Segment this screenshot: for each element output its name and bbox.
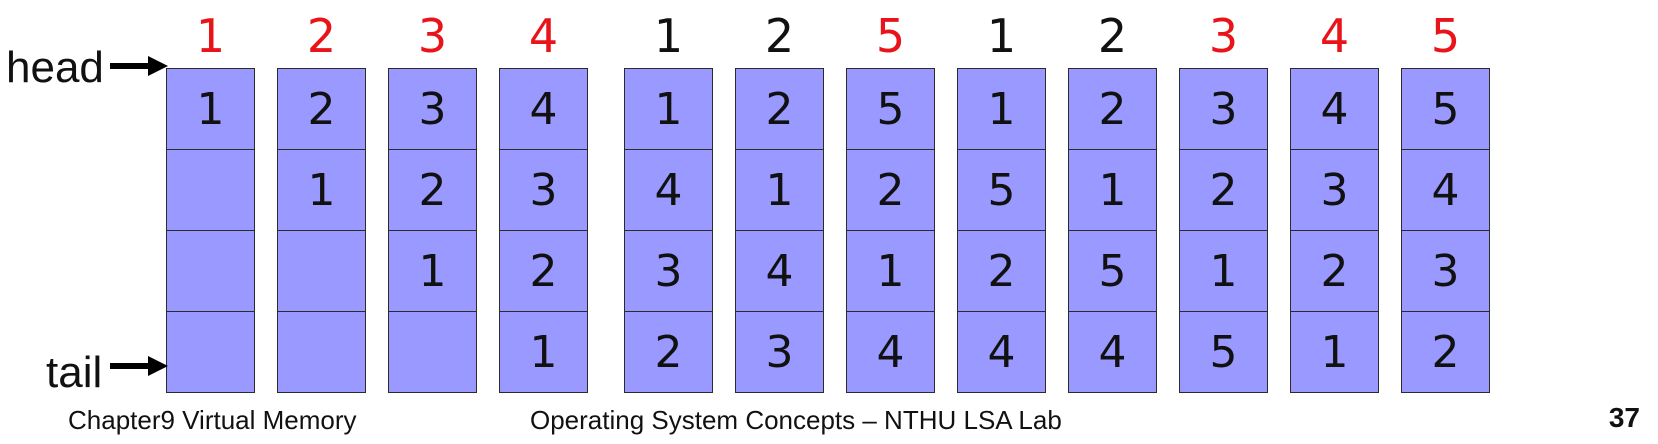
frame-cell: 3	[735, 311, 824, 393]
frame-cell: 1	[1068, 149, 1157, 231]
frame-cell: 1	[846, 230, 935, 312]
frame-cell: 4	[846, 311, 935, 393]
frame-cell: 4	[624, 149, 713, 231]
reference-2: 2	[306, 9, 337, 63]
page-number: 37	[1608, 402, 1640, 433]
frame-cell: 4	[1068, 311, 1157, 393]
frame-cell: 1	[166, 68, 255, 150]
frame-cell: 2	[1068, 68, 1157, 150]
frame-cell: 1	[735, 149, 824, 231]
frame-cell: 2	[735, 68, 824, 150]
reference-3: 3	[417, 9, 448, 63]
footer-chapter: Chapter9 Virtual Memory	[68, 405, 357, 435]
head-arrow-icon	[110, 56, 168, 76]
frame-cell: 3	[624, 230, 713, 312]
frame-cell: 5	[1068, 230, 1157, 312]
frame-cell: 4	[499, 68, 588, 150]
frame-cell: 4	[957, 311, 1046, 393]
tail-label: tail	[46, 348, 103, 397]
reference-4: 4	[528, 9, 559, 63]
frame-cell: 2	[499, 230, 588, 312]
reference-12: 5	[1430, 9, 1461, 63]
frame-cell: 4	[735, 230, 824, 312]
frame-cell: 2	[957, 230, 1046, 312]
head-label: head	[6, 43, 104, 92]
frame-cell: 2	[277, 68, 366, 150]
frame-cell: 3	[388, 68, 477, 150]
frame-cell: 2	[846, 149, 935, 231]
frame-cell: 2	[624, 311, 713, 393]
frame-cell: 4	[1401, 149, 1490, 231]
reference-1: 1	[195, 9, 226, 63]
reference-8: 1	[986, 9, 1017, 63]
tail-arrow-icon	[110, 356, 168, 376]
frame-cell: 2	[1290, 230, 1379, 312]
frame-cell: 1	[957, 68, 1046, 150]
frame-cell: 5	[957, 149, 1046, 231]
reference-10: 3	[1208, 9, 1239, 63]
frame-cell	[166, 311, 255, 393]
reference-5: 1	[653, 9, 684, 63]
frame-cell: 5	[1401, 68, 1490, 150]
reference-7: 5	[875, 9, 906, 63]
frame-cell: 1	[388, 230, 477, 312]
frame-cell	[166, 230, 255, 312]
frame-cell: 3	[499, 149, 588, 231]
frame-cell: 1	[1179, 230, 1268, 312]
frame-cell: 2	[1179, 149, 1268, 231]
frame-cell	[166, 149, 255, 231]
frame-cell: 3	[1401, 230, 1490, 312]
frame-cell: 2	[1401, 311, 1490, 393]
reference-11: 4	[1319, 9, 1350, 63]
frame-cell	[388, 311, 477, 393]
frame-cell: 1	[624, 68, 713, 150]
frame-cell	[277, 230, 366, 312]
reference-9: 2	[1097, 9, 1128, 63]
frame-cell: 1	[277, 149, 366, 231]
footer-course: Operating System Concepts – NTHU LSA Lab	[530, 405, 1062, 435]
frame-cell: 4	[1290, 68, 1379, 150]
frame-cell: 2	[388, 149, 477, 231]
frame-cell: 1	[499, 311, 588, 393]
reference-6: 2	[764, 9, 795, 63]
frame-cell: 3	[1290, 149, 1379, 231]
frame-cell	[277, 311, 366, 393]
frame-cell: 3	[1179, 68, 1268, 150]
frame-cell: 5	[846, 68, 935, 150]
frame-cell: 1	[1290, 311, 1379, 393]
frame-stack-1: 1	[166, 68, 255, 396]
frame-cell: 5	[1179, 311, 1268, 393]
